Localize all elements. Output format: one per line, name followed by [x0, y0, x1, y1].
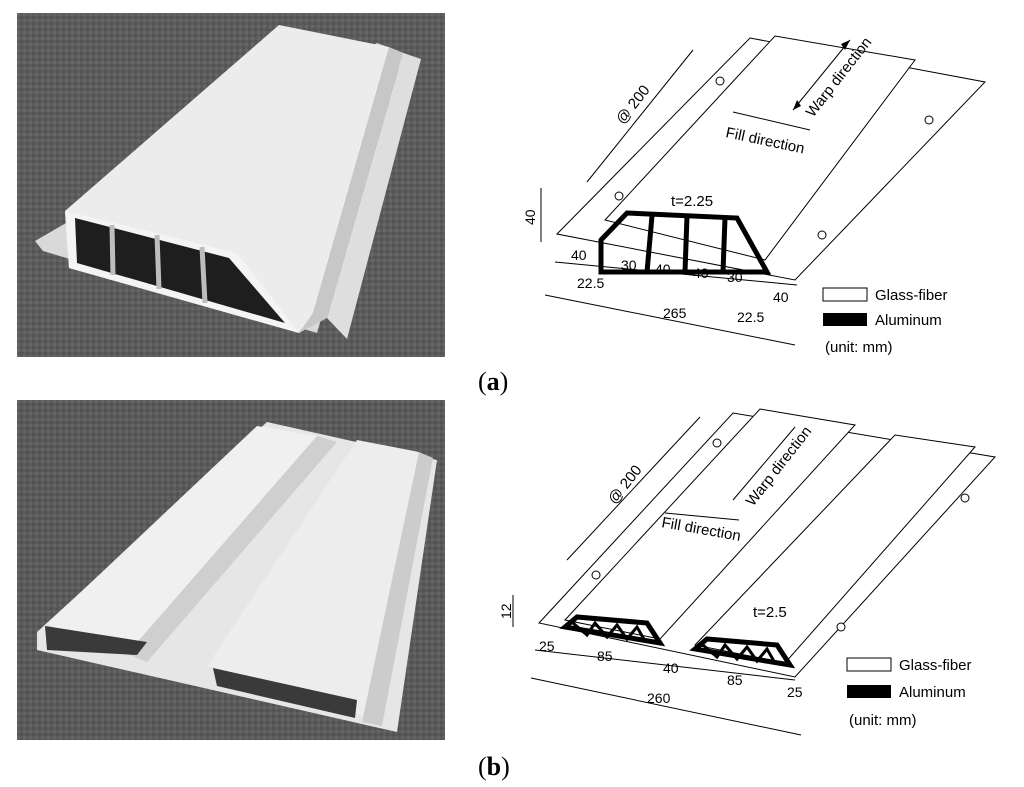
- height-dim-b: 12: [498, 603, 514, 619]
- legend-unit-b: (unit: mm): [849, 712, 917, 729]
- dim-b-4: 25: [787, 684, 803, 700]
- dim-a-5: 40: [773, 289, 789, 305]
- dim-a-0: 40: [571, 247, 587, 263]
- dim-a-2: 40: [655, 261, 671, 277]
- dim-a-4: 30: [727, 269, 743, 285]
- spacing-label-a: @ 200: [613, 82, 654, 127]
- dim-a-7: 22.5: [737, 309, 764, 325]
- dim-b-1: 85: [597, 648, 613, 664]
- thickness-label-a: t=2.25: [671, 193, 713, 210]
- legend-aluminum-b: Aluminum: [899, 684, 966, 701]
- height-dim-a: 40: [522, 209, 538, 225]
- caption-a: (a): [478, 367, 509, 396]
- legend-unit-a: (unit: mm): [825, 339, 893, 356]
- dim-b-0: 25: [539, 638, 555, 654]
- total-dim-a: 265: [663, 305, 687, 321]
- dim-a-3: 40: [693, 265, 709, 281]
- aluminum-section-b-left: [559, 614, 666, 647]
- dim-a-1: 30: [621, 257, 637, 273]
- legend-aluminum-a: Aluminum: [875, 312, 942, 329]
- total-dim-b: 260: [647, 690, 671, 706]
- photo-panel-b: [17, 400, 445, 740]
- legend-glass-b: Glass-fiber: [899, 657, 972, 674]
- spacing-label-b: @ 200: [605, 462, 646, 507]
- photo-panel-a: [17, 13, 445, 357]
- caption-b: (b): [478, 752, 510, 781]
- legend-glass-a: Glass-fiber: [875, 287, 948, 304]
- dim-b-2: 40: [663, 660, 679, 676]
- diagram-panel-b: @ 200 Warp direction Fill direction t=2.…: [495, 395, 1015, 745]
- aluminum-section-b-right: [689, 636, 796, 669]
- diagram-panel-a: @ 200 Warp direction Fill direction t=2.…: [515, 20, 1015, 365]
- dim-a-6: 22.5: [577, 275, 604, 291]
- thickness-label-b: t=2.5: [753, 604, 787, 621]
- dim-b-3: 85: [727, 672, 743, 688]
